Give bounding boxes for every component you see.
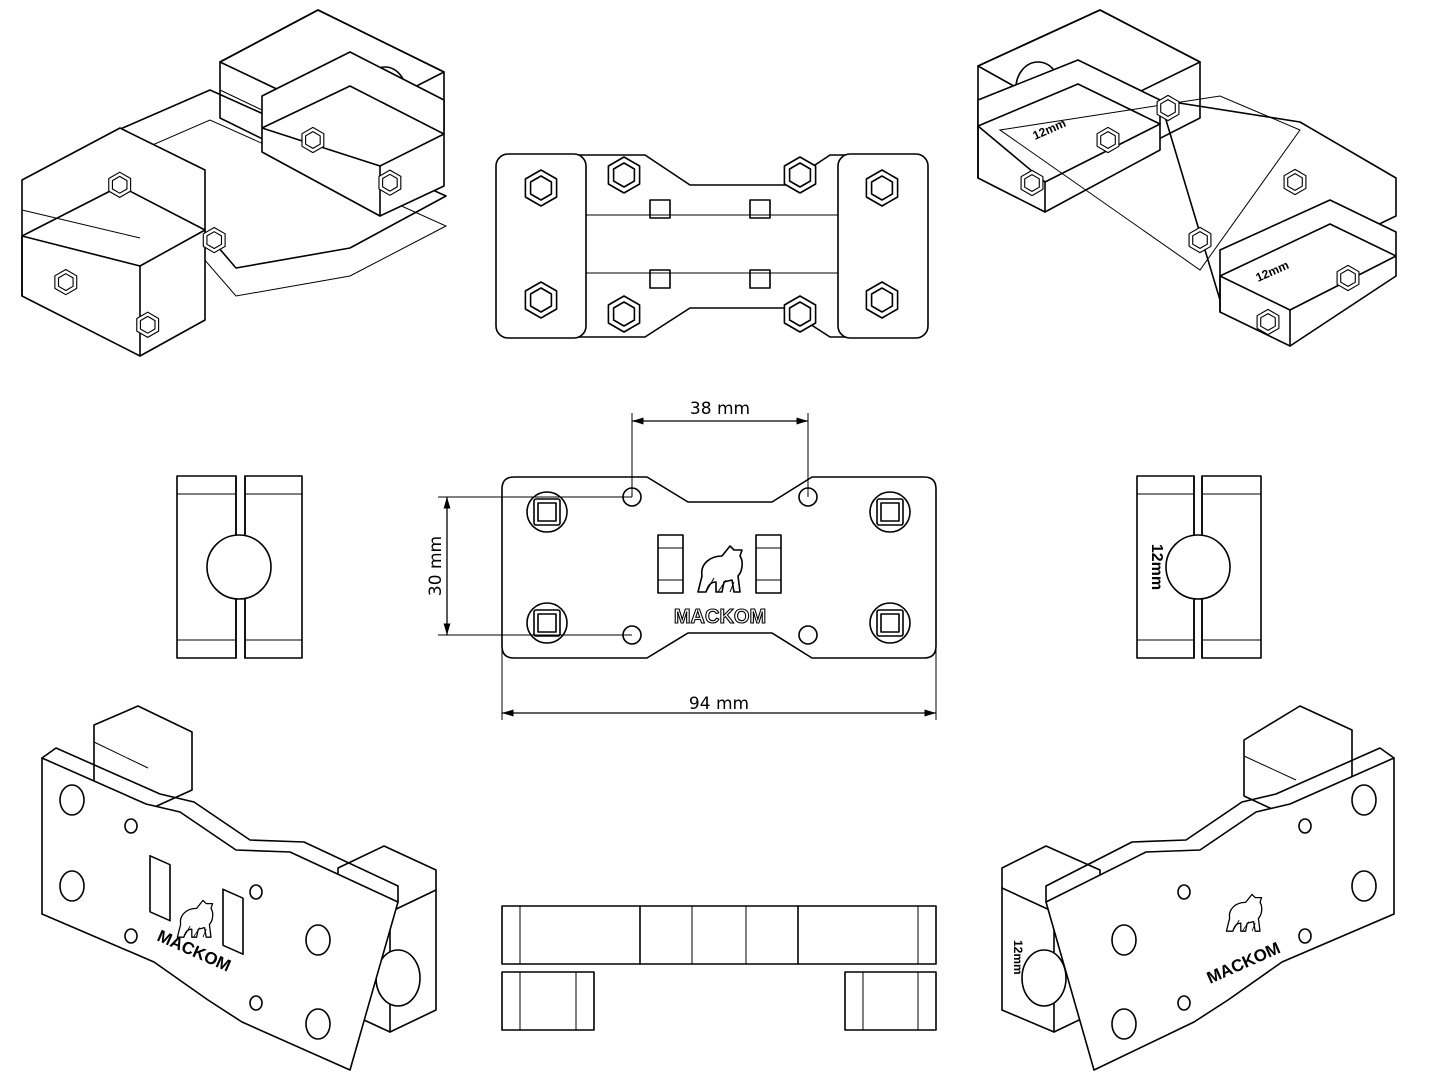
top-view [495,153,929,339]
brand-label: MACKOM [674,606,766,628]
tube-diameter-label-iso: 12mm [1011,940,1025,975]
front-view-plate [501,476,937,659]
bottom-view [501,905,937,1031]
side-view-right: 12mm [1136,475,1262,659]
iso-view-top-right: 12mm 12mm [977,9,1397,347]
clamp-right [837,153,929,339]
dim-height: 30 mm [426,536,446,596]
dim-hole-spacing: 38 mm [690,399,750,419]
dim-length: 94 mm [689,694,749,714]
tube-diameter-label: 12mm [1148,544,1165,590]
front-view: MACKOM 38 mm 30 mm 94 mm [426,399,937,720]
iso-view-top-left [21,9,448,357]
clamp-left [495,153,587,339]
iso-view-bottom-left: MACKOM [41,705,437,1071]
side-view-left [176,475,303,659]
bear-logo-icon [697,545,743,593]
iso-view-bottom-right: 12mm MACKOM [1001,705,1395,1071]
